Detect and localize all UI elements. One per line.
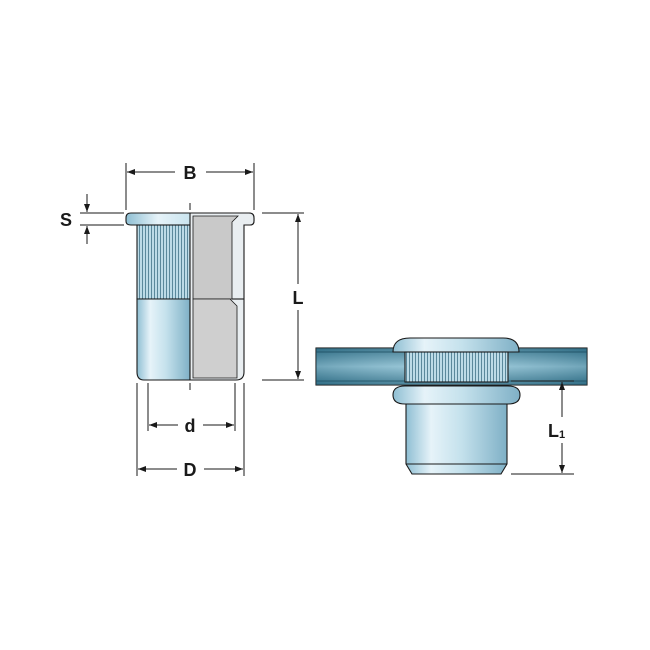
dim-label-L: L [293,288,304,308]
dim-label-L1-sub: 1 [559,429,565,441]
lower-body [136,298,191,381]
installed-flange [392,337,520,353]
section-lower [192,298,238,379]
section-upper [192,215,239,300]
dimension-L: L [262,212,304,381]
dimension-S: S [60,194,124,244]
dimension-L1: L1 [511,380,574,475]
dimension-B: B [125,163,255,210]
dimension-d: d [147,383,236,436]
dim-label-L1-main: L [548,421,559,441]
dimension-D: D [136,383,245,480]
dim-label-S: S [60,210,72,230]
rivet-nut-installed-icon [315,337,588,475]
dim-label-B: B [184,163,197,183]
installed-bulge [392,385,521,405]
dim-label-L1: L1 [548,421,565,441]
knurled-body [136,224,191,300]
rivet-nut-half-section-icon [125,203,255,390]
installed-knurl [404,351,509,383]
dim-label-D: D [184,460,197,480]
dim-label-d: d [185,416,196,436]
